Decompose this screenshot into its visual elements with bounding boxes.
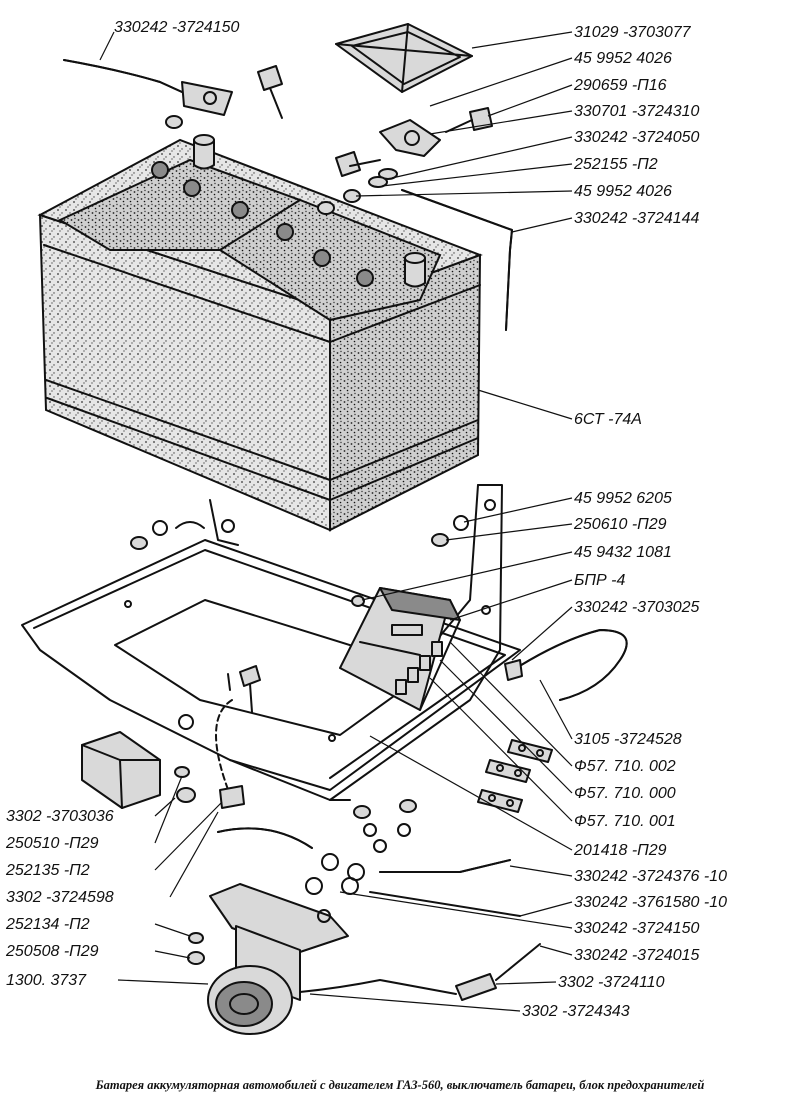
label-330242-3724150-bottom: 330242 -3724150: [574, 920, 700, 937]
leader-lines: [99, 31, 573, 1012]
label-f57-710-002: Ф57. 710. 002: [574, 758, 676, 775]
label-252155-p2: 252155 -П2: [573, 156, 658, 173]
positive-clamp-330701: [317, 107, 493, 215]
label-250508-p29: 250508 -П29: [5, 943, 99, 960]
label-6ct-74a: 6СТ -74А: [574, 411, 642, 428]
label-330242-3724015: 330242 -3724015: [574, 947, 700, 964]
cables-bottom: [217, 827, 521, 917]
label-330242-3724050: 330242 -3724050: [574, 129, 700, 146]
label-45-9432-1081: 45 9432 1081: [574, 544, 672, 561]
label-330242-3703025: 330242 -3703025: [574, 599, 700, 616]
label-330242-3724376-10: 330242 -3724376 -10: [574, 868, 727, 885]
label-201418-p29: 201418 -П29: [573, 842, 667, 859]
label-3302-3703036: 3302 -3703036: [6, 808, 114, 825]
label-250510-p29: 250510 -П29: [5, 835, 99, 852]
label-330242-3724144: 330242 -3724144: [574, 210, 700, 227]
negative-cable-top: [63, 59, 283, 129]
label-330701-3724310: 330701 -3724310: [574, 103, 700, 120]
washers-and-nuts-left: [130, 515, 469, 965]
battery-tray: [21, 539, 521, 801]
positive-cable-330242-3724144: [401, 189, 513, 331]
label-31029-3703077: 31029 -3703077: [574, 24, 692, 41]
label-bpr-4: БПР -4: [574, 572, 625, 589]
label-45-9952-6205: 45 9952 6205: [574, 490, 672, 507]
label-45-9952-4026-a: 45 9952 4026: [574, 50, 672, 67]
label-45-9952-4026-b: 45 9952 4026: [574, 183, 672, 200]
figure-caption: Батарея аккумуляторная автомобилей с дви…: [95, 1078, 705, 1092]
battery-switch-1300-3737: [207, 883, 349, 1035]
bolt-and-dashed-guide: [215, 665, 261, 809]
label-3302-3724110: 3302 -3724110: [558, 974, 665, 991]
label-252134-p2: 252134 -П2: [5, 916, 90, 933]
label-f57-710-000: Ф57. 710. 000: [574, 785, 676, 802]
label-250610-p29: 250610 -П29: [573, 516, 667, 533]
label-3302-3724598: 3302 -3724598: [6, 889, 114, 906]
label-330242-3761580-10: 330242 -3761580 -10: [574, 894, 727, 911]
wire-harness-3105-3724528: [504, 629, 628, 701]
label-252135-p2: 252135 -П2: [5, 862, 90, 879]
part-labels: 330242 -3724150 31029 -3703077 45 9952 4…: [5, 19, 727, 1020]
battery-cover-31029: [335, 23, 473, 93]
fuse-wire-3302-3724110: [299, 943, 541, 1001]
fuses-f57: [477, 739, 553, 813]
mount-bracket-3302-3703036: [81, 731, 161, 809]
label-3105-3724528: 3105 -3724528: [574, 731, 682, 748]
label-290659-p16: 290659 -П16: [573, 77, 667, 94]
fuse-block-bpr-4: [339, 587, 461, 711]
label-1300-3737: 1300. 3737: [6, 972, 87, 989]
label-f57-710-001: Ф57. 710. 001: [574, 813, 676, 830]
label-330242-3724150-top: 330242 -3724150: [114, 19, 240, 36]
label-3302-3724343: 3302 -3724343: [522, 1003, 630, 1020]
nuts-201418: [353, 799, 417, 853]
battery-6ct-74a: [37, 134, 483, 546]
